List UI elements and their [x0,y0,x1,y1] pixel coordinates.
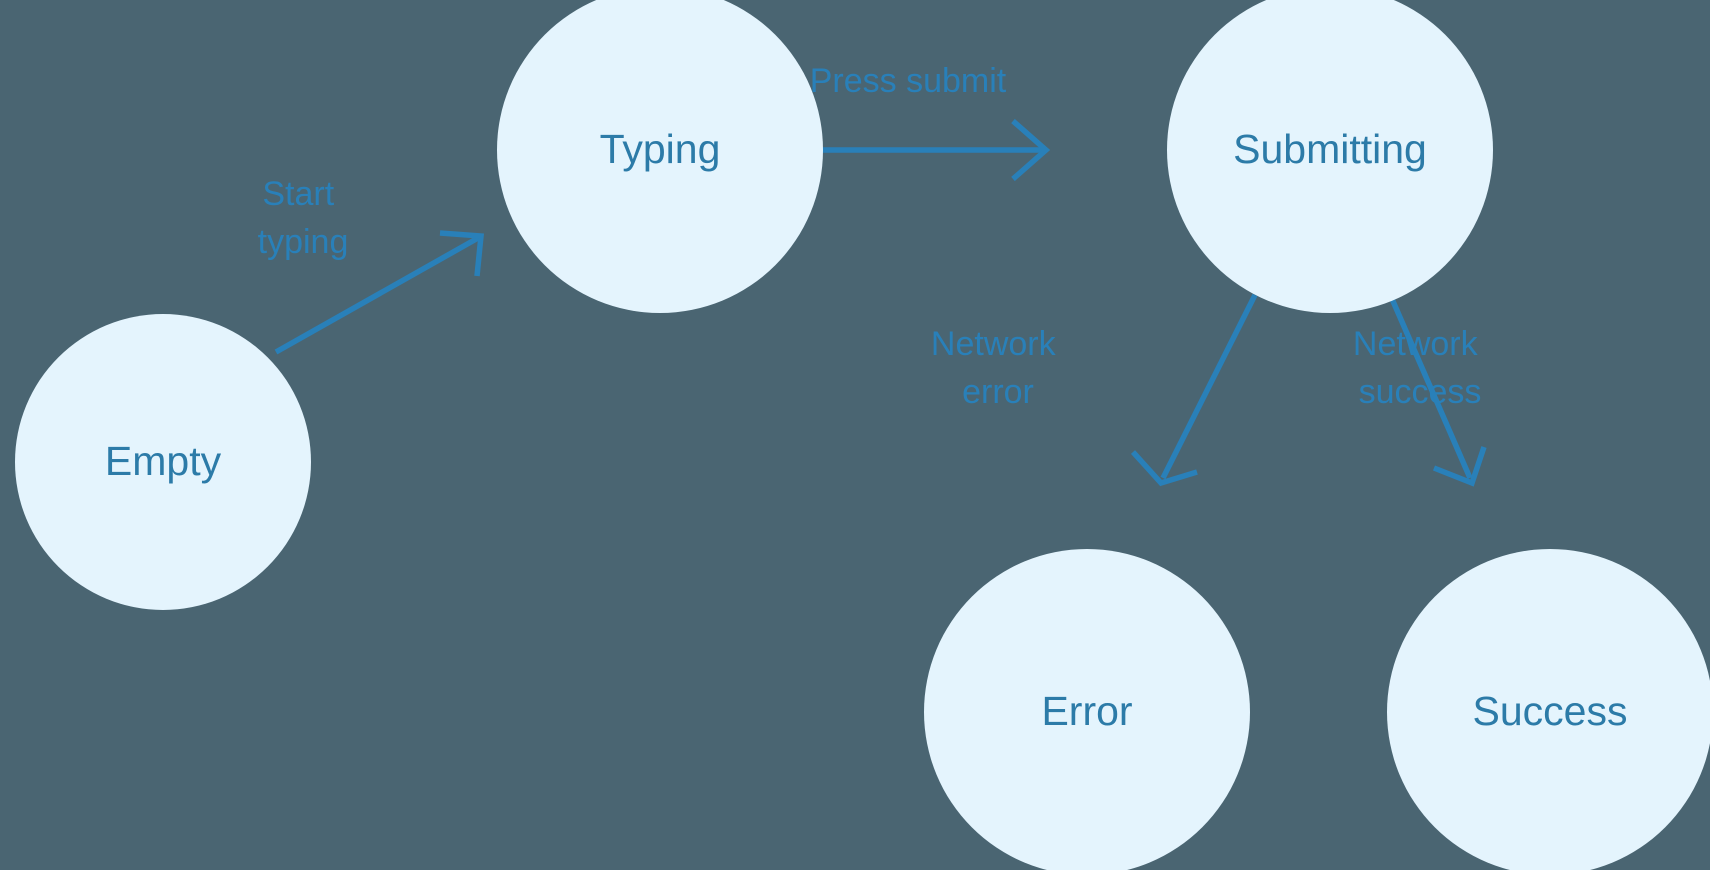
node-error-label: Error [1041,688,1132,734]
node-success-label: Success [1473,688,1628,734]
edge-label-network-success: Network success [1353,325,1487,411]
node-typing-label: Typing [600,126,721,172]
node-typing-circle[interactable] [497,0,823,313]
edge-submitting-to-error [1130,293,1258,487]
edge-label-start-typing-line-1: Start [262,175,334,213]
node-submitting-label: Submitting [1233,126,1427,172]
edge-empty-to-typing [274,230,485,355]
edge-empty-to-typing-arrowhead [439,230,485,277]
edge-submitting-to-success-line [1386,290,1473,480]
node-typing[interactable]: Typing [497,0,823,313]
edge-label-press-submit-line-1: Press submit [810,62,1007,100]
node-empty-circle[interactable] [15,314,311,610]
node-error[interactable]: Error [924,549,1250,870]
edge-label-network-error-line-1: Network [931,325,1057,363]
node-success-circle[interactable] [1387,549,1710,870]
edge-submitting-to-success-arrowhead [1432,446,1487,487]
node-error-circle[interactable] [924,549,1250,870]
node-success[interactable]: Success [1387,549,1710,870]
edge-empty-to-typing-line [274,235,480,355]
edge-label-start-typing: Start typing [258,175,349,261]
node-submitting[interactable]: Submitting [1167,0,1493,313]
node-empty[interactable]: Empty [15,314,311,610]
edge-typing-to-submitting-arrowhead [1011,118,1051,182]
node-submitting-circle[interactable] [1167,0,1493,313]
edge-submitting-to-error-arrowhead [1130,450,1198,487]
edge-label-network-success-line-2: success [1359,373,1482,411]
edge-label-network-error-line-2: error [962,373,1034,411]
edge-label-network-success-line-1: Network [1353,325,1479,363]
edge-label-press-submit: Press submit [810,62,1007,100]
node-empty-label: Empty [105,438,222,484]
edge-submitting-to-success [1386,290,1487,487]
edge-label-start-typing-line-2: typing [258,223,349,261]
edge-label-network-error: Network error [931,325,1065,411]
edge-submitting-to-error-line [1160,293,1258,480]
